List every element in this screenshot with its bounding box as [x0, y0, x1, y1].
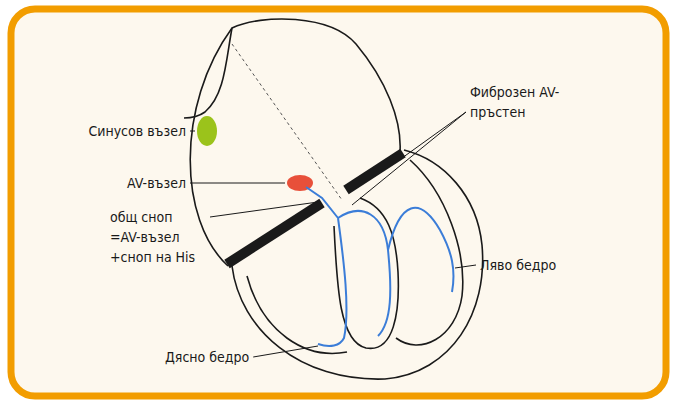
part-label: AV-възел [127, 173, 186, 193]
leader-line [352, 112, 466, 205]
part-label: Ляво бедро [480, 255, 556, 275]
part-label: общ сноп =AV-възел +сноп на His [110, 207, 206, 267]
leader-line [210, 202, 318, 217]
ventricle-outline [232, 150, 483, 379]
left-bundle-branch [388, 208, 454, 292]
lv-wall [396, 160, 463, 345]
conduction-bundle [306, 187, 454, 346]
heart-outline [184, 19, 483, 379]
leader-group [190, 112, 476, 357]
fibrous-ring [346, 153, 403, 190]
frame [11, 9, 666, 396]
atria-outline [190, 19, 400, 266]
leader-line [402, 112, 466, 158]
part-label: Синусов възел [88, 121, 186, 141]
part-label: Дясно бедро [165, 347, 249, 367]
leader-line [190, 183, 285, 184]
dashed-line [232, 44, 342, 200]
leader-line [253, 346, 318, 357]
atrial-wall [184, 28, 232, 118]
left-bundle [338, 211, 390, 336]
sinus-node [197, 116, 217, 146]
leader-line [190, 131, 195, 132]
leader-line [455, 265, 476, 268]
right-bundle [318, 218, 346, 346]
part-label: Фиброзен AV-пръстен [470, 82, 582, 122]
fibrous-ring [227, 203, 322, 264]
rv-wall [247, 276, 347, 353]
